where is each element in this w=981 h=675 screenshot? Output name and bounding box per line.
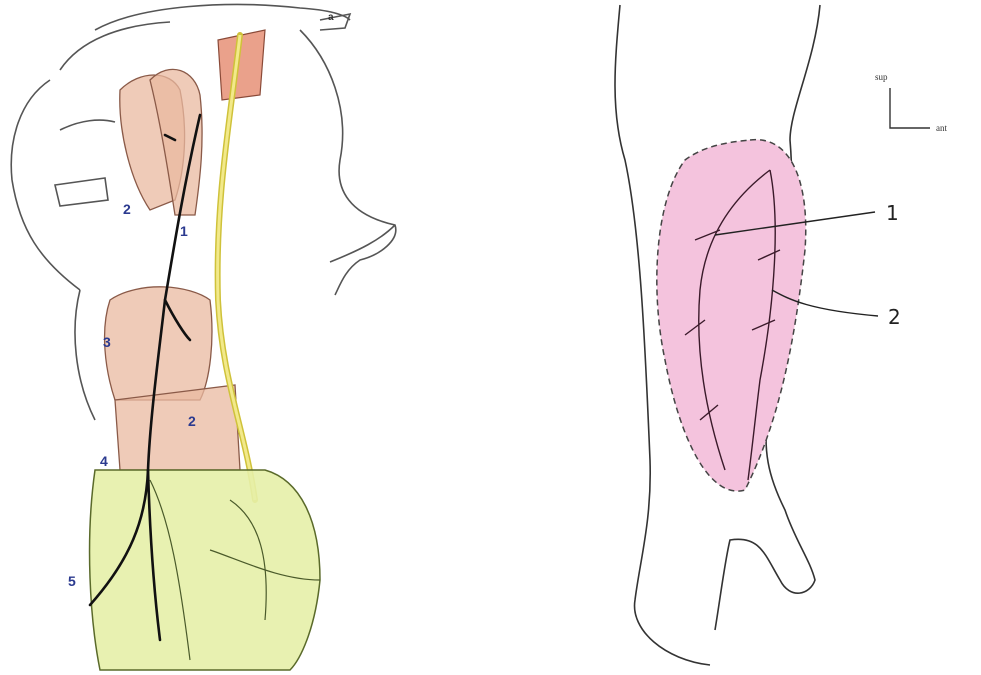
label-4: 4 <box>100 453 108 469</box>
label-2-upper: 2 <box>123 201 131 217</box>
right-forearm-illustration: 1 2 sup ant <box>490 0 981 675</box>
skin-flap-region <box>90 470 320 670</box>
right-illustration-svg: 1 2 sup ant <box>490 0 981 675</box>
label-5: 5 <box>68 573 76 589</box>
label-3: 3 <box>103 334 111 350</box>
orientation-sup: sup <box>875 72 888 82</box>
left-anatomy-illustration: 1 2 2 3 4 5 a <box>0 0 490 675</box>
label-a: a <box>328 12 334 23</box>
orientation-marker: sup ant <box>875 72 947 133</box>
left-illustration-svg: 1 2 2 3 4 5 a <box>0 0 490 675</box>
flap-area <box>657 140 806 491</box>
label-2-lower: 2 <box>188 413 196 429</box>
label-r-1: 1 <box>886 201 899 225</box>
label-r-2: 2 <box>888 305 901 329</box>
orientation-ant: ant <box>936 123 947 133</box>
label-1: 1 <box>180 223 188 239</box>
